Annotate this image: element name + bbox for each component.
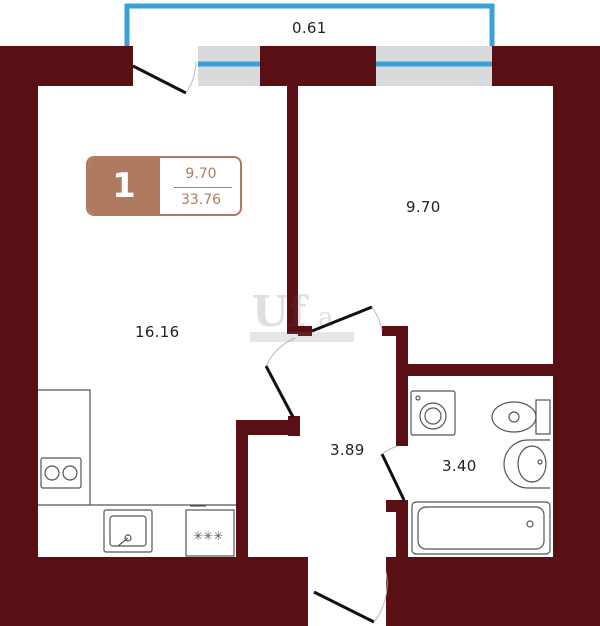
balcony-outline: [124, 3, 495, 64]
stove-icon: ✳✳✳: [185, 505, 235, 557]
bathroom-area-label: 3.40: [442, 457, 477, 475]
balcony-area-label: 0.61: [292, 19, 327, 37]
room-count: 1: [88, 158, 160, 214]
bedroom-area-label: 9.70: [406, 198, 441, 216]
badge-divider: [174, 187, 232, 188]
living-area-value: 9.70: [185, 166, 217, 182]
hallway-area-label: 3.89: [330, 441, 365, 459]
washing-machine-icon: [410, 390, 456, 436]
kitchen-counter: [38, 389, 236, 506]
svg-text:✳✳✳: ✳✳✳: [193, 529, 223, 543]
toilet-icon: [491, 399, 551, 435]
walls: [0, 46, 600, 626]
total-area-value: 33.76: [180, 192, 222, 208]
doors: [132, 61, 406, 624]
hob-icon: [40, 457, 82, 489]
bathtub-icon: [411, 501, 551, 555]
kitchen-living-area-label: 16.16: [135, 323, 180, 341]
sink-icon: [103, 509, 153, 553]
washbasin-icon: [503, 439, 550, 489]
windows: [198, 46, 492, 86]
apartment-badge: 1 9.70 33.76: [86, 156, 242, 216]
